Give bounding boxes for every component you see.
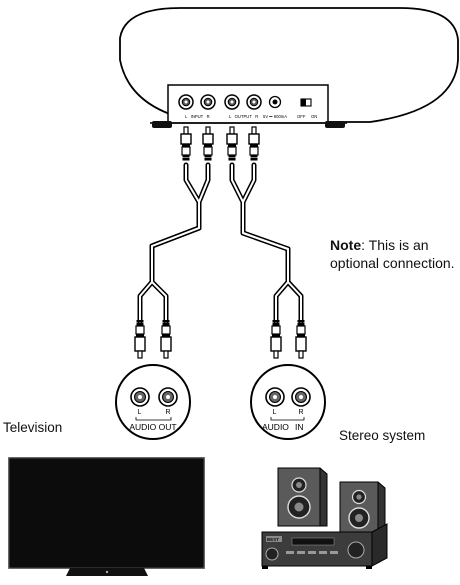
- plug-audio-in-r: [295, 320, 307, 359]
- stereo-system-illustration: BEST: [261, 467, 388, 569]
- audio-out-label: AUDIO OUT: [129, 422, 176, 432]
- television-label: Television: [3, 420, 63, 435]
- on-label: ON: [311, 114, 317, 119]
- note-bold: Note: [330, 237, 362, 253]
- television-illustration: [8, 457, 205, 576]
- input-l-jack: [178, 94, 194, 110]
- audio-out-r-label: R: [166, 409, 171, 416]
- audio-in-l-label: L: [273, 409, 277, 416]
- plug-output-r: [248, 126, 260, 161]
- audio-out-l-label: L: [138, 409, 142, 416]
- audio-in-r-label: R: [299, 409, 304, 416]
- receiver-brand: BEST: [267, 537, 279, 542]
- note-text: Note: This is an optional connection.: [330, 236, 458, 272]
- receiver: BEST: [261, 523, 388, 569]
- speaker-left: [277, 467, 328, 527]
- audio-in-panel: L R AUDIO IN: [250, 364, 326, 440]
- power-switch: [300, 98, 312, 107]
- speaker-right: [339, 481, 386, 537]
- rca-cable-left: [137, 162, 211, 325]
- note-line1: : This is an: [361, 237, 429, 253]
- audio-out-l-jack: [130, 387, 150, 407]
- audio-in-l-jack: [265, 387, 285, 407]
- off-label: OFF: [297, 114, 306, 119]
- plug-audio-in-l: [270, 320, 282, 359]
- bottom-plugs: [134, 320, 307, 359]
- audio-in-label-a: AUDIO: [262, 422, 289, 432]
- audio-in-label-b: IN: [295, 422, 304, 432]
- rca-cable-right: [229, 162, 304, 325]
- output-label: L OUTPUT R: [229, 114, 258, 119]
- note-line2: optional connection.: [330, 255, 455, 271]
- plug-input-r: [202, 126, 214, 161]
- top-plugs: [180, 126, 260, 161]
- input-label: L INPUT R: [185, 114, 210, 119]
- audio-out-panel: L R AUDIO OUT: [115, 364, 191, 440]
- dc-label: 5V ⎓ 600mA: [263, 114, 287, 119]
- audio-in-r-jack: [291, 387, 311, 407]
- output-l-jack: [224, 94, 240, 110]
- plug-audio-out-r: [160, 320, 172, 359]
- input-r-jack: [200, 94, 216, 110]
- dc-power-jack: [268, 95, 282, 109]
- output-r-jack: [246, 94, 262, 110]
- plug-input-l: [180, 126, 192, 161]
- plug-output-l: [226, 126, 238, 161]
- stereo-system-label: Stereo system: [339, 428, 426, 443]
- plug-audio-out-l: [134, 320, 146, 359]
- audio-out-r-jack: [158, 387, 178, 407]
- device-back-panel: L INPUT R L OUTPUT R 5V ⎓ 600mA OFF ON: [150, 84, 347, 128]
